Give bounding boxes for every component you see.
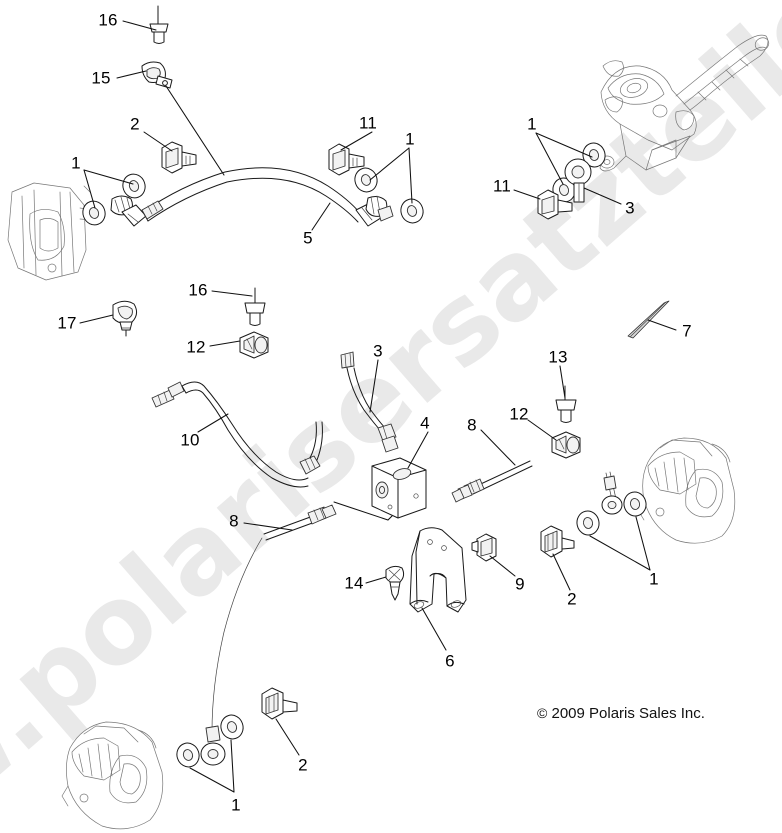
part-1-washer-ul-a [122, 173, 146, 199]
callout-2-upper-left[interactable]: 2 [130, 114, 140, 134]
callout-1-upper-mid[interactable]: 1 [405, 129, 415, 149]
part-2-banjo-bolt-upper-left [161, 141, 197, 174]
callout-3-short-line[interactable]: 3 [373, 341, 383, 361]
part-4-junction-block [371, 457, 427, 519]
callout-5[interactable]: 5 [303, 228, 313, 248]
part-2-banjo-bolt-lower [261, 687, 298, 720]
part-1-washer-lc-a [176, 742, 200, 768]
callout-9[interactable]: 9 [515, 574, 525, 594]
part-12-line-clamp-right [551, 431, 581, 459]
part-15-cable-clamp [141, 61, 173, 89]
part-17-push-in-clip [112, 300, 138, 337]
leader-lines [79, 20, 677, 793]
callout-10[interactable]: 10 [180, 430, 200, 450]
part-12-line-clamp-middle [239, 331, 269, 359]
callout-16-top[interactable]: 16 [98, 10, 118, 30]
callout-15[interactable]: 15 [91, 68, 111, 88]
callout-8-right[interactable]: 8 [467, 415, 477, 435]
master-cylinder-assembly [599, 34, 770, 172]
callout-1-right-caliper[interactable]: 1 [649, 569, 659, 589]
part-3-banjo-fitting-mc [564, 158, 592, 203]
part-13-screw-right [555, 385, 577, 423]
callout-2-right[interactable]: 2 [567, 589, 577, 609]
callout-1-master-cyl[interactable]: 1 [527, 114, 537, 134]
copyright-text: 2009 Polaris Sales Inc. [547, 705, 705, 722]
callout-6[interactable]: 6 [445, 651, 455, 671]
callout-8-lower[interactable]: 8 [229, 511, 239, 531]
front-right-caliper-lower [61, 721, 164, 830]
callout-16-middle[interactable]: 16 [188, 280, 208, 300]
callout-7[interactable]: 7 [682, 321, 692, 341]
callout-2-lower[interactable]: 2 [298, 755, 308, 775]
callout-12-middle[interactable]: 12 [186, 337, 206, 357]
copyright-notice: © 2009 Polaris Sales Inc. [537, 705, 705, 722]
brake-line-to-right-caliper [601, 471, 623, 515]
part-1-washer-lc-b [220, 714, 244, 740]
callout-11-master-cyl[interactable]: 11 [492, 176, 512, 196]
callout-4[interactable]: 4 [420, 413, 430, 433]
callout-3-master-cyl[interactable]: 3 [625, 198, 635, 218]
callout-14[interactable]: 14 [344, 573, 364, 593]
part-11-bolt-mc [537, 189, 573, 220]
part-16-screw-middle [244, 287, 266, 326]
part-8-brake-line-lower [200, 504, 337, 766]
part-1-washer-rc-a [623, 491, 647, 517]
part-8-brake-line-right [451, 460, 533, 503]
part-10-brake-line-long [151, 381, 323, 488]
part-1-washer-rc-b [576, 510, 600, 536]
part-9-bracket-screw [471, 533, 497, 562]
front-left-caliper [7, 182, 93, 281]
part-1-washer-um-b [400, 198, 424, 224]
callout-13[interactable]: 13 [548, 347, 568, 367]
part-1-washer-um-a [354, 167, 378, 193]
part-1-washer-mc-a [582, 142, 606, 168]
callout-12-right[interactable]: 12 [509, 404, 529, 424]
part-14-push-rivet [385, 565, 405, 601]
part-5-front-brake-hose [110, 167, 394, 227]
part-2-banjo-bolt-right [540, 525, 575, 558]
callout-11-upper[interactable]: 11 [358, 113, 378, 133]
part-11-bolt-upper-middle [328, 143, 365, 176]
callout-1-lower-caliper[interactable]: 1 [231, 795, 241, 815]
copyright-symbol: © [537, 705, 548, 721]
callout-17[interactable]: 17 [57, 313, 77, 333]
part-6-line-guard-bracket [409, 527, 467, 613]
part-1-washer-ul-b [82, 200, 106, 226]
callout-1-upper-left[interactable]: 1 [71, 153, 81, 173]
